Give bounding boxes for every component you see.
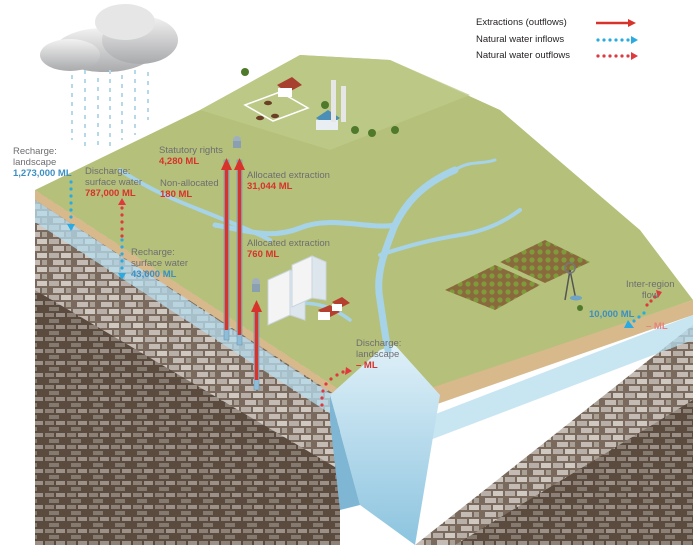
label-statutory-rights: Statutory rights 4,280 ML xyxy=(159,145,223,167)
value-non-allocated: 180 ML xyxy=(160,189,193,200)
farmstead-icon xyxy=(243,77,346,130)
river-branch-left xyxy=(118,168,272,242)
value-inter-region-inflow: 10,000 ML xyxy=(589,309,635,320)
label-recharge-surface-water: Recharge: surface water 43,000 ML xyxy=(131,247,189,280)
legend-extractions: Extractions (outflows) xyxy=(476,17,567,28)
block-left-deep-layer xyxy=(35,290,340,545)
value-inter-region-outflow: – ML xyxy=(646,321,668,332)
value-discharge-surface-water: 787,000 ML xyxy=(85,188,136,199)
river-branch-right xyxy=(378,208,522,257)
river-branch-upper-right xyxy=(453,158,497,172)
trees xyxy=(241,68,583,311)
inflow-dotted-arrows xyxy=(67,180,646,328)
label-discharge-landscape: Discharge: landscape – ML xyxy=(356,338,402,371)
label-discharge-surface-water: Discharge: surface water 787,000 ML xyxy=(85,166,143,199)
value-statutory-rights: 4,280 ML xyxy=(159,156,200,167)
value-recharge-landscape: 1,273,000 ML xyxy=(13,168,72,179)
rain-icon xyxy=(71,70,149,150)
town-buildings-icon xyxy=(252,255,350,326)
river-valley-side xyxy=(330,395,360,510)
value-discharge-landscape: – ML xyxy=(356,360,378,371)
water-tank-icon xyxy=(233,136,241,148)
cloud-icon xyxy=(40,4,178,72)
topsoil-band-left xyxy=(35,190,340,398)
aquifer-band-right xyxy=(420,315,693,440)
windmill-icon xyxy=(564,262,582,301)
label-allocated-extraction-2: Allocated extraction 760 ML xyxy=(247,238,330,260)
value-allocated-extraction-2: 760 ML xyxy=(247,249,280,260)
aquifer-band-left xyxy=(35,200,340,420)
label-recharge-landscape: Recharge: landscape 1,273,000 ML xyxy=(13,146,72,179)
legend-symbols xyxy=(596,19,638,60)
value-allocated-extraction-1: 31,044 ML xyxy=(247,181,293,192)
outflow-dotted-arrows xyxy=(118,198,662,407)
label-allocated-extraction-1: Allocated extraction 31,044 ML xyxy=(247,170,330,192)
block-right-deep-layer xyxy=(455,400,693,545)
extraction-arrows xyxy=(221,158,262,380)
value-recharge-surface-water: 43,000 ML xyxy=(131,269,177,280)
legend-outflows: Natural water outflows xyxy=(476,50,570,61)
topsoil-band-right xyxy=(405,300,693,410)
legend-inflows: Natural water inflows xyxy=(476,34,565,45)
river-branch-upper xyxy=(212,220,398,237)
label-non-allocated: Non-allocated 180 ML xyxy=(160,178,219,200)
label-inter-region-flow: Inter-region flow xyxy=(626,279,675,301)
river-valley xyxy=(330,345,440,545)
